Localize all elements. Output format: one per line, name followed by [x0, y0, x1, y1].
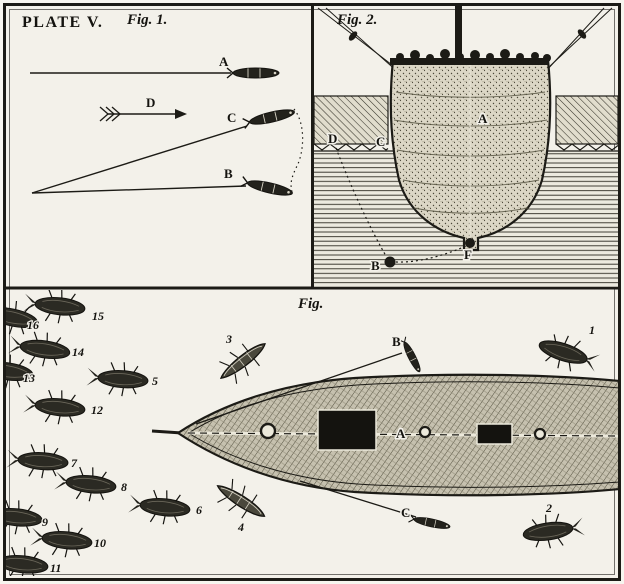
boat-number-4: 4: [237, 520, 244, 534]
fig3-caption: Fig.: [297, 296, 323, 312]
aft-hatch: [476, 423, 513, 445]
main-hatch: [317, 409, 377, 451]
whale-number-10: 10: [94, 536, 106, 550]
left-platform: [314, 95, 389, 151]
whale-number-14: 14: [72, 345, 84, 359]
fig3-label-a: A: [396, 426, 406, 441]
fig1-label-b: B: [224, 166, 233, 181]
whale-number-12: 12: [91, 403, 103, 417]
gunwale-gear-band: [390, 49, 551, 65]
whale-number-8: 8: [121, 480, 127, 494]
whale-number-13: 13: [23, 371, 35, 385]
whale-number-7: 7: [71, 456, 78, 470]
boat-number-3: 3: [225, 332, 232, 346]
fig1-arrow-d: [99, 106, 187, 122]
fig2-panel: Fig. 2.: [314, 6, 618, 287]
fig3-tow-line-b: [195, 352, 403, 425]
fig3-panel: Fig. A B C 3 4 1 2: [6, 290, 618, 576]
hull-cross-section: [389, 49, 552, 252]
fig2-label-f: F: [464, 247, 472, 262]
fig2-label-d: D: [328, 131, 337, 146]
fig3-label-b: B: [392, 334, 401, 349]
charge-f: [465, 238, 475, 248]
charge-b: [384, 256, 396, 268]
fig3-label-c: C: [401, 505, 410, 520]
deck-ring-aft: [533, 427, 547, 441]
fig2-dotted-line-b-f: [395, 245, 467, 263]
fig1-tow-line-b: [31, 185, 247, 194]
fig1-label-c: C: [227, 110, 236, 125]
fig1-panel: PLATE V. Fig. 1. A D C B: [22, 12, 304, 199]
deck-ring-fore: [259, 422, 277, 440]
ship-deck-plan: [151, 373, 618, 497]
plate-title: PLATE V.: [22, 14, 103, 31]
centerline-under: [187, 431, 618, 438]
fig2-label-b: B: [371, 258, 380, 273]
whale-number-1: 1: [589, 323, 595, 337]
whale-number-16: 16: [27, 318, 39, 332]
fig2-dotted-line-d-b: [335, 147, 387, 257]
whale-number-5: 5: [152, 374, 158, 388]
left-tackle-ropes: [317, 7, 400, 74]
whale-number-6: 6: [196, 503, 202, 517]
fig1-label-a: A: [219, 54, 229, 69]
whale-number-2: 2: [545, 501, 552, 515]
whale-number-15: 15: [92, 309, 104, 323]
fig2-label-c: C: [376, 134, 385, 149]
fig2-caption: Fig. 2.: [336, 12, 377, 28]
fig1-tow-line-c: [31, 125, 248, 194]
mast: [455, 6, 462, 62]
whale-number-11: 11: [50, 561, 61, 575]
fig1-caption: Fig. 1.: [126, 12, 167, 28]
fig3-tow-line-c: [299, 480, 417, 518]
right-tackle-ropes: [545, 7, 613, 72]
whale-number-9: 9: [42, 515, 48, 529]
fig1-label-d: D: [146, 95, 155, 110]
fig2-label-a: A: [478, 111, 488, 126]
right-platform: [555, 95, 618, 151]
deck-ring-mid: [418, 425, 432, 439]
